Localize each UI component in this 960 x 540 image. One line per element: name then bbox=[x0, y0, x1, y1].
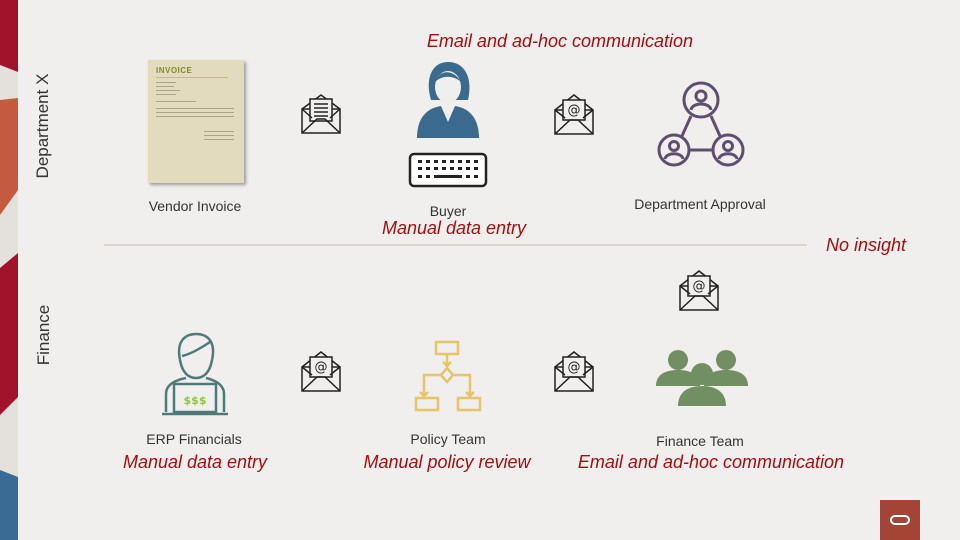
lane-label-department-x: Department X bbox=[33, 73, 52, 179]
svg-text:@: @ bbox=[315, 360, 328, 375]
envelope-at-icon: @ bbox=[300, 349, 342, 398]
node-label-department-approval: Department Approval bbox=[634, 196, 766, 212]
logo-ring-icon bbox=[890, 515, 910, 525]
node-label-erp-financials: ERP Financials bbox=[146, 431, 242, 447]
approval-network-icon bbox=[656, 80, 746, 175]
team-group-icon bbox=[656, 348, 748, 415]
lane-divider bbox=[104, 244, 807, 246]
envelope-at-icon: @ bbox=[553, 349, 595, 398]
svg-text:$$$: $$$ bbox=[184, 394, 207, 407]
node-label-vendor-invoice: Vendor Invoice bbox=[148, 198, 242, 214]
annotation-erp-manual-entry: Manual data entry bbox=[122, 452, 268, 472]
brand-logo bbox=[880, 500, 920, 540]
svg-text:@: @ bbox=[568, 360, 581, 375]
keyboard-icon bbox=[408, 152, 488, 193]
annotation-buyer-manual-entry: Manual data entry bbox=[381, 218, 527, 238]
annotation-policy-manual-review: Manual policy review bbox=[363, 452, 531, 472]
node-label-buyer: Buyer bbox=[429, 203, 467, 219]
node-label-finance-team: Finance Team bbox=[656, 433, 744, 449]
buyer-person-icon bbox=[413, 60, 483, 145]
lane-label-finance: Finance bbox=[34, 304, 53, 366]
invoice-title: INVOICE bbox=[156, 66, 193, 75]
annotation-email-adhoc-top: Email and ad-hoc communication bbox=[426, 31, 694, 51]
annotation-no-insight: No insight bbox=[825, 235, 907, 255]
decorative-stripe bbox=[0, 0, 18, 540]
envelope-document-icon bbox=[300, 93, 342, 140]
svg-text:@: @ bbox=[693, 279, 706, 294]
flowchart-icon bbox=[414, 340, 484, 419]
node-label-policy-team: Policy Team bbox=[410, 431, 486, 447]
annotation-finance-email-adhoc: Email and ad-hoc communication bbox=[577, 452, 845, 472]
invoice-document-icon: INVOICE bbox=[148, 60, 244, 183]
envelope-at-icon: @ bbox=[553, 92, 595, 141]
envelope-at-icon: @ bbox=[678, 268, 720, 317]
erp-person-laptop-icon: $$$ bbox=[160, 330, 230, 423]
svg-text:@: @ bbox=[568, 103, 581, 118]
